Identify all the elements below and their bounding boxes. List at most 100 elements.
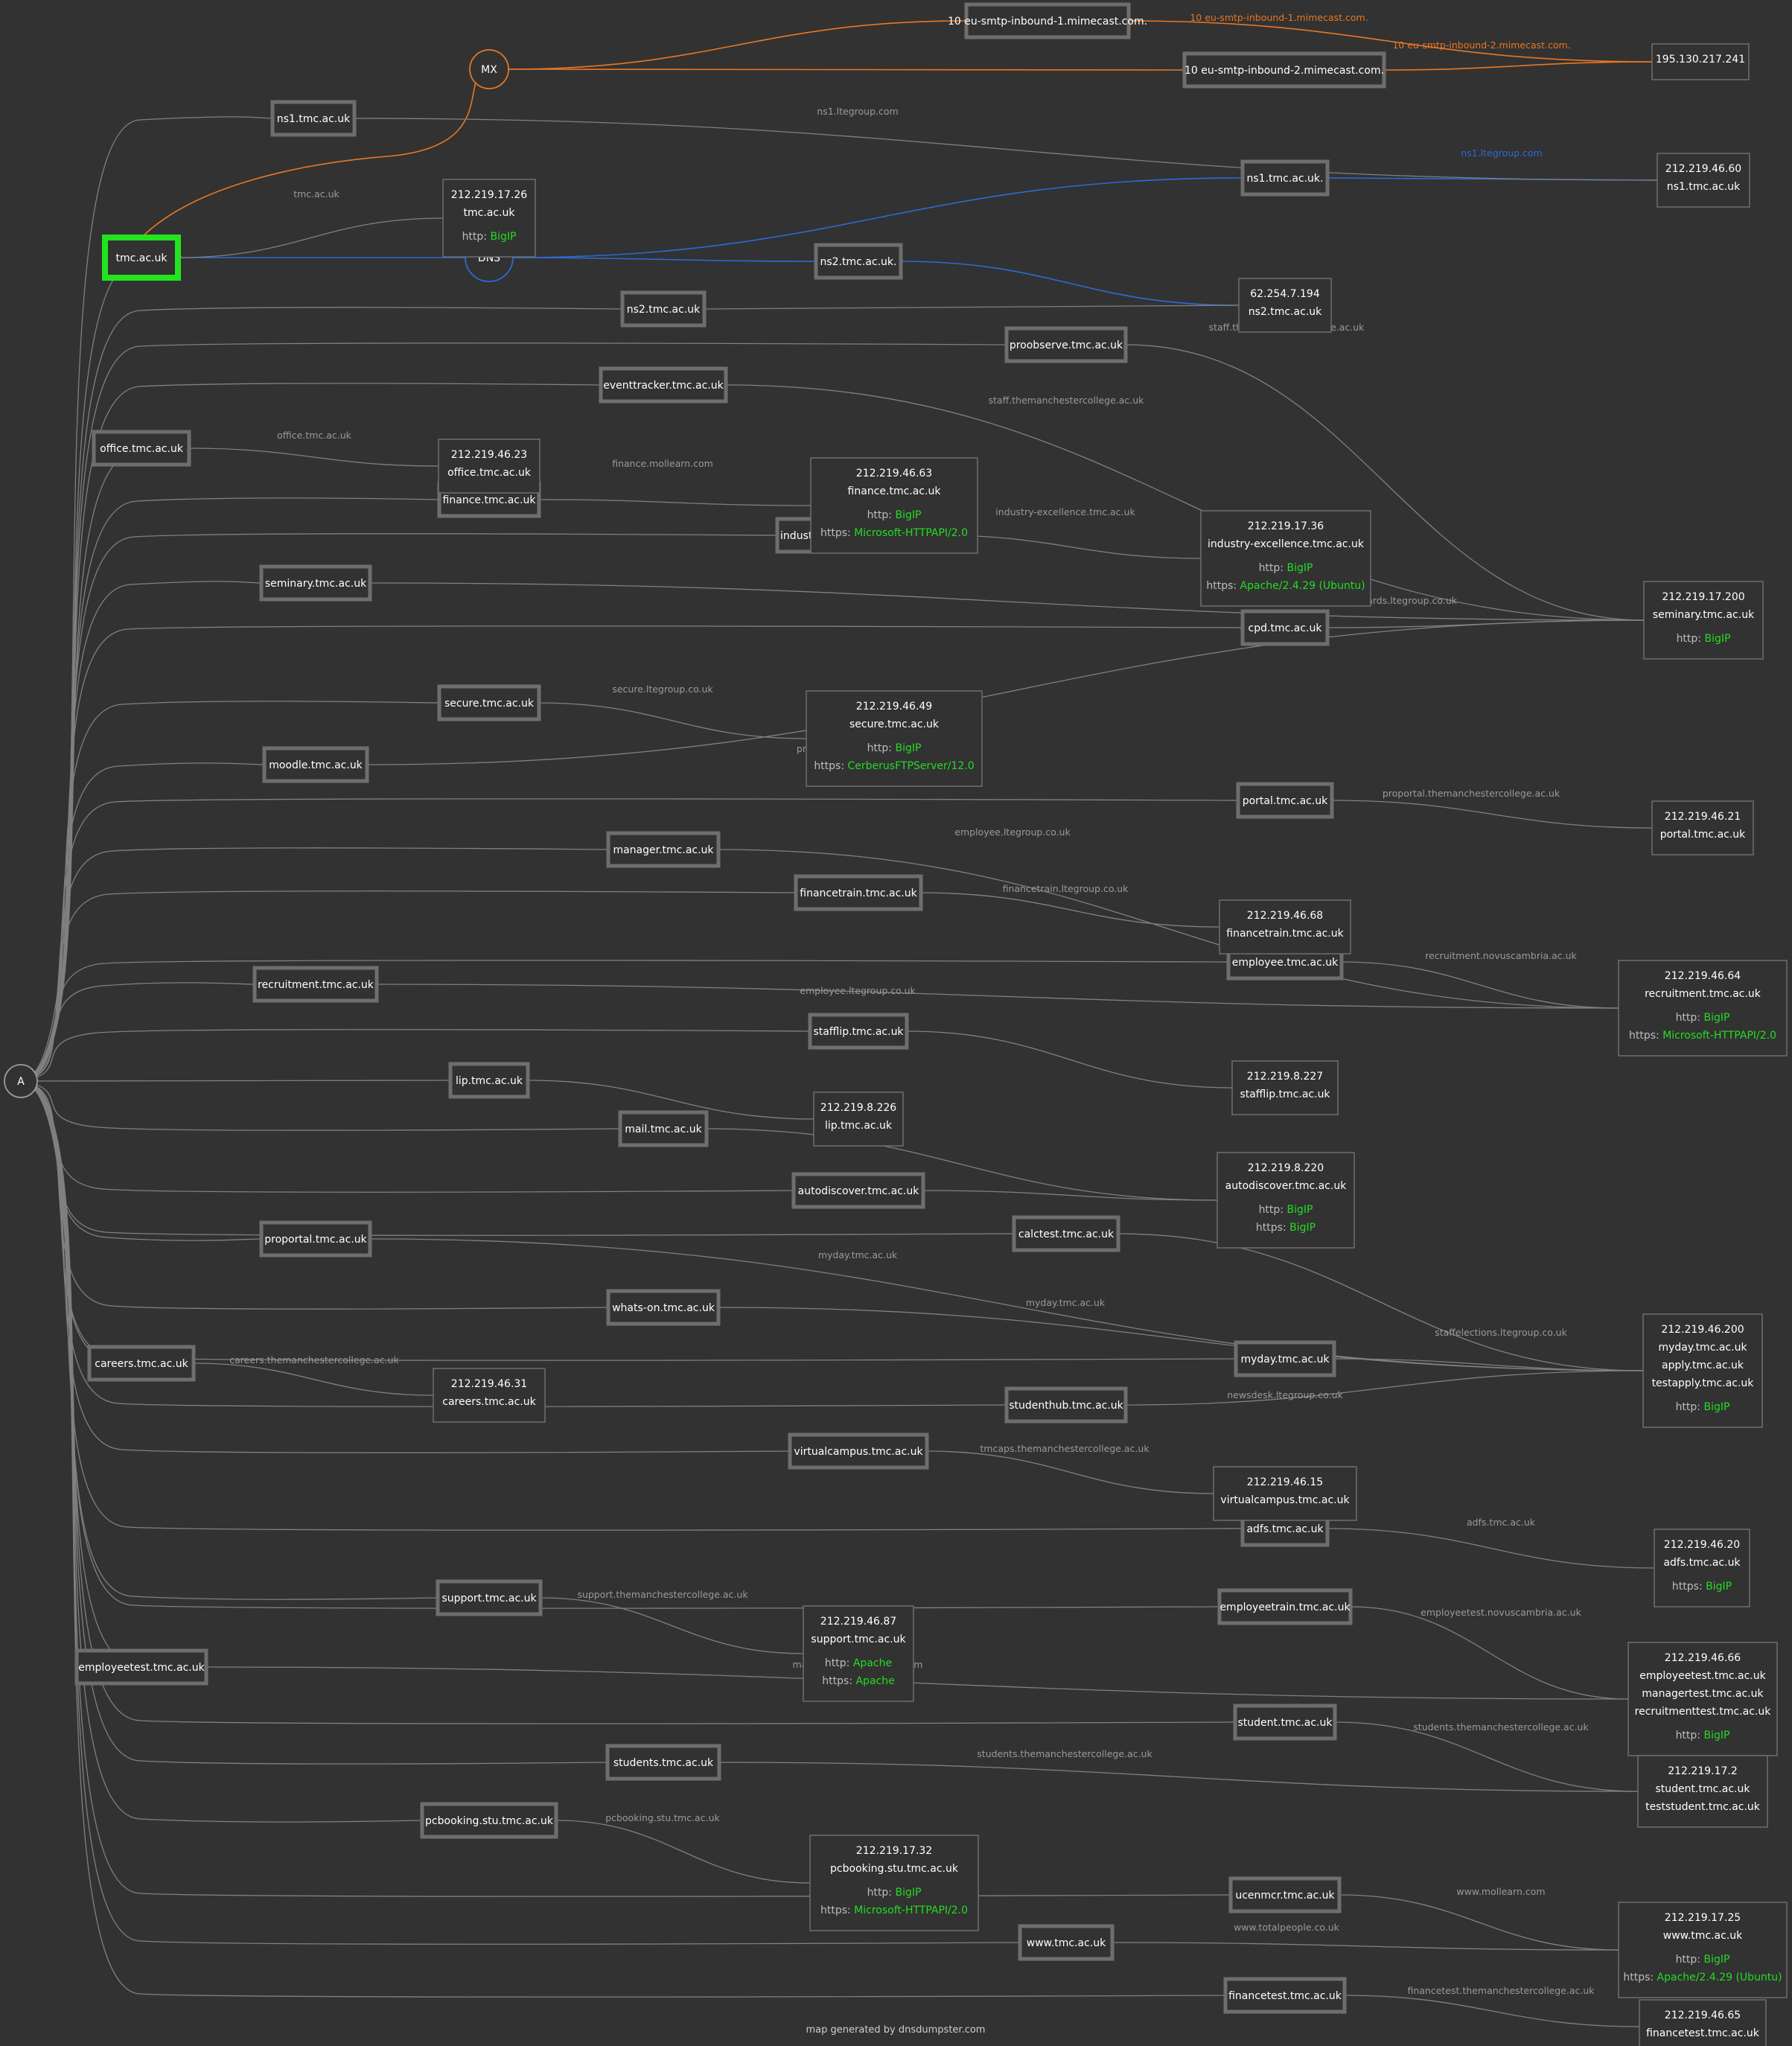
ip-node[interactable]: 212.219.8.220autodiscover.tmc.ac.ukhttp:…	[1217, 1152, 1355, 1249]
ip-node[interactable]: 212.219.17.2student.tmc.ac.ukteststudent…	[1637, 1755, 1768, 1828]
hostname-box	[1223, 1977, 1347, 2014]
ip-node[interactable]: 212.219.17.36industry-excellence.tmc.ac.…	[1200, 510, 1371, 607]
service-server: Apache	[855, 1675, 894, 1687]
hostname-box	[1240, 609, 1330, 646]
hostname-node[interactable]: student.tmc.ac.uk	[1233, 1704, 1337, 1741]
hostname-box	[1217, 1588, 1353, 1625]
hostname-label: virtualcampus.tmc.ac.uk	[794, 1446, 923, 1458]
hostname-node[interactable]: office.tmc.ac.uk	[92, 430, 191, 467]
service-protocol: http:	[867, 742, 896, 754]
hostname-node[interactable]: support.tmc.ac.uk	[436, 1579, 543, 1616]
hostname-node[interactable]: ns1.tmc.ac.uk	[270, 100, 357, 137]
hostname-node[interactable]: virtualcampus.tmc.ac.uk	[788, 1432, 929, 1470]
record-type-node-a[interactable]: A	[4, 1064, 38, 1098]
hostname-node[interactable]: autodiscover.tmc.ac.uk	[791, 1172, 925, 1209]
ip-node[interactable]: 212.219.17.32pcbooking.stu.tmc.ac.ukhttp…	[809, 1835, 979, 1931]
edge-virtualcampus-ip_virtualcampus	[926, 1450, 1214, 1494]
ip-hostname: adfs.tmc.ac.uk	[1663, 1557, 1741, 1569]
hostname-node[interactable]: myday.tmc.ac.uk	[1234, 1340, 1336, 1377]
hostname-node[interactable]: stafflip.tmc.ac.uk	[808, 1013, 909, 1050]
hostname-label: cpd.tmc.ac.uk	[1249, 622, 1323, 634]
hostname-node[interactable]: eventtracker.tmc.ac.uk	[599, 366, 728, 404]
ip-node[interactable]: 212.219.46.200myday.tmc.ac.ukapply.tmc.a…	[1642, 1313, 1763, 1428]
ip-node[interactable]: 212.219.46.66employeetest.tmc.ac.ukmanag…	[1627, 1642, 1778, 1756]
edge-label: employeetest.novuscambria.ac.uk	[1420, 1607, 1581, 1618]
hostname-node[interactable]: calctest.tmc.ac.uk	[1012, 1215, 1120, 1252]
service-server: Apache	[853, 1657, 892, 1669]
edge-calctest-ip_myday	[1117, 1233, 1644, 1371]
hostname-node[interactable]: ns2.tmc.ac.uk.	[814, 243, 903, 280]
hostname-node[interactable]: ns1.tmc.ac.uk.	[1240, 159, 1330, 197]
hostname-node[interactable]: mail.tmc.ac.uk	[618, 1110, 709, 1147]
hostname-node[interactable]: employeetest.tmc.ac.uk	[74, 1648, 208, 1686]
hostname-node[interactable]: seminary.tmc.ac.uk	[259, 564, 372, 602]
hostname-node[interactable]: whats-on.tmc.ac.uk	[606, 1289, 721, 1326]
hostname-node[interactable]: financetrain.tmc.ac.uk	[794, 874, 923, 911]
hostname-label: eventtracker.tmc.ac.uk	[603, 380, 724, 392]
hostname-label: student.tmc.ac.uk	[1238, 1717, 1333, 1729]
edge-a-mail	[20, 1080, 621, 1131]
record-type-node-mx[interactable]: MX	[469, 49, 509, 89]
hostname-label: recruitment.tmc.ac.uk	[258, 979, 374, 991]
service-protocol: http:	[825, 1657, 853, 1669]
hostname-node[interactable]: tmc.ac.uk	[102, 235, 181, 281]
ip-node[interactable]: 195.130.217.241	[1651, 43, 1750, 80]
hostname-node[interactable]: proobserve.tmc.ac.uk	[1004, 326, 1128, 363]
hostname-node[interactable]: students.tmc.ac.uk	[605, 1744, 721, 1781]
hostname-box	[794, 874, 923, 911]
ip-box	[1231, 1060, 1339, 1115]
hostname-node[interactable]: portal.tmc.ac.uk	[1236, 782, 1334, 819]
hostname-node[interactable]: proportal.tmc.ac.uk	[259, 1220, 372, 1258]
service-server: BigIP	[490, 231, 516, 243]
ip-address: 212.219.46.64	[1665, 970, 1741, 982]
hostname-box	[448, 1062, 530, 1099]
edge-a-stafflip	[20, 1029, 811, 1082]
hostname-node[interactable]: ns2.tmc.ac.uk	[620, 290, 707, 328]
hostname-node[interactable]: recruitment.tmc.ac.uk	[252, 966, 379, 1003]
hostname-node[interactable]: studenthub.tmc.ac.uk	[1004, 1386, 1128, 1424]
edge-stafflip-ip_stafflip	[906, 1030, 1233, 1089]
hostname-node[interactable]: careers.tmc.ac.uk	[87, 1345, 196, 1382]
ip-hostname: recruitmenttest.tmc.ac.uk	[1635, 1706, 1772, 1718]
edge-a-industry	[20, 533, 778, 1082]
hostname-label: office.tmc.ac.uk	[100, 443, 184, 455]
hostname-node[interactable]: manager.tmc.ac.uk	[606, 831, 721, 868]
hostname-box	[606, 831, 721, 868]
hostname-node[interactable]: lip.tmc.ac.uk	[448, 1062, 530, 1099]
edge-a-whatson	[20, 1080, 609, 1310]
hostname-node[interactable]: financetest.tmc.ac.uk	[1223, 1977, 1347, 2014]
hostname-node[interactable]: 10 eu-smtp-inbound-1.mimecast.com.	[948, 2, 1147, 39]
hostname-node[interactable]: cpd.tmc.ac.uk	[1240, 609, 1330, 646]
hostname-label: studenthub.tmc.ac.uk	[1009, 1400, 1123, 1412]
hostname-node[interactable]: employeetrain.tmc.ac.uk	[1217, 1588, 1353, 1625]
hostname-node[interactable]: secure.tmc.ac.uk	[437, 684, 541, 721]
hostname-node[interactable]: www.tmc.ac.uk	[1018, 1924, 1115, 1961]
hostname-node[interactable]: 10 eu-smtp-inbound-2.mimecast.com.	[1182, 51, 1386, 89]
hostname-node[interactable]: ucenmcr.tmc.ac.uk	[1228, 1876, 1342, 1913]
hostname-node[interactable]: pcbooking.stu.tmc.ac.uk	[420, 1802, 558, 1839]
edge-label: careers.themanchestercollege.ac.uk	[229, 1354, 399, 1365]
ip-address: 212.219.17.2	[1668, 1765, 1738, 1777]
hostname-node[interactable]: moodle.tmc.ac.uk	[262, 746, 369, 783]
edge-a-financetest	[20, 1080, 1226, 1998]
service-server: BigIP	[1703, 1730, 1729, 1741]
service-banner: https: BigIP	[1672, 1581, 1732, 1593]
ip-node[interactable]: 212.219.46.64recruitment.tmc.ac.ukhttp: …	[1618, 960, 1788, 1057]
